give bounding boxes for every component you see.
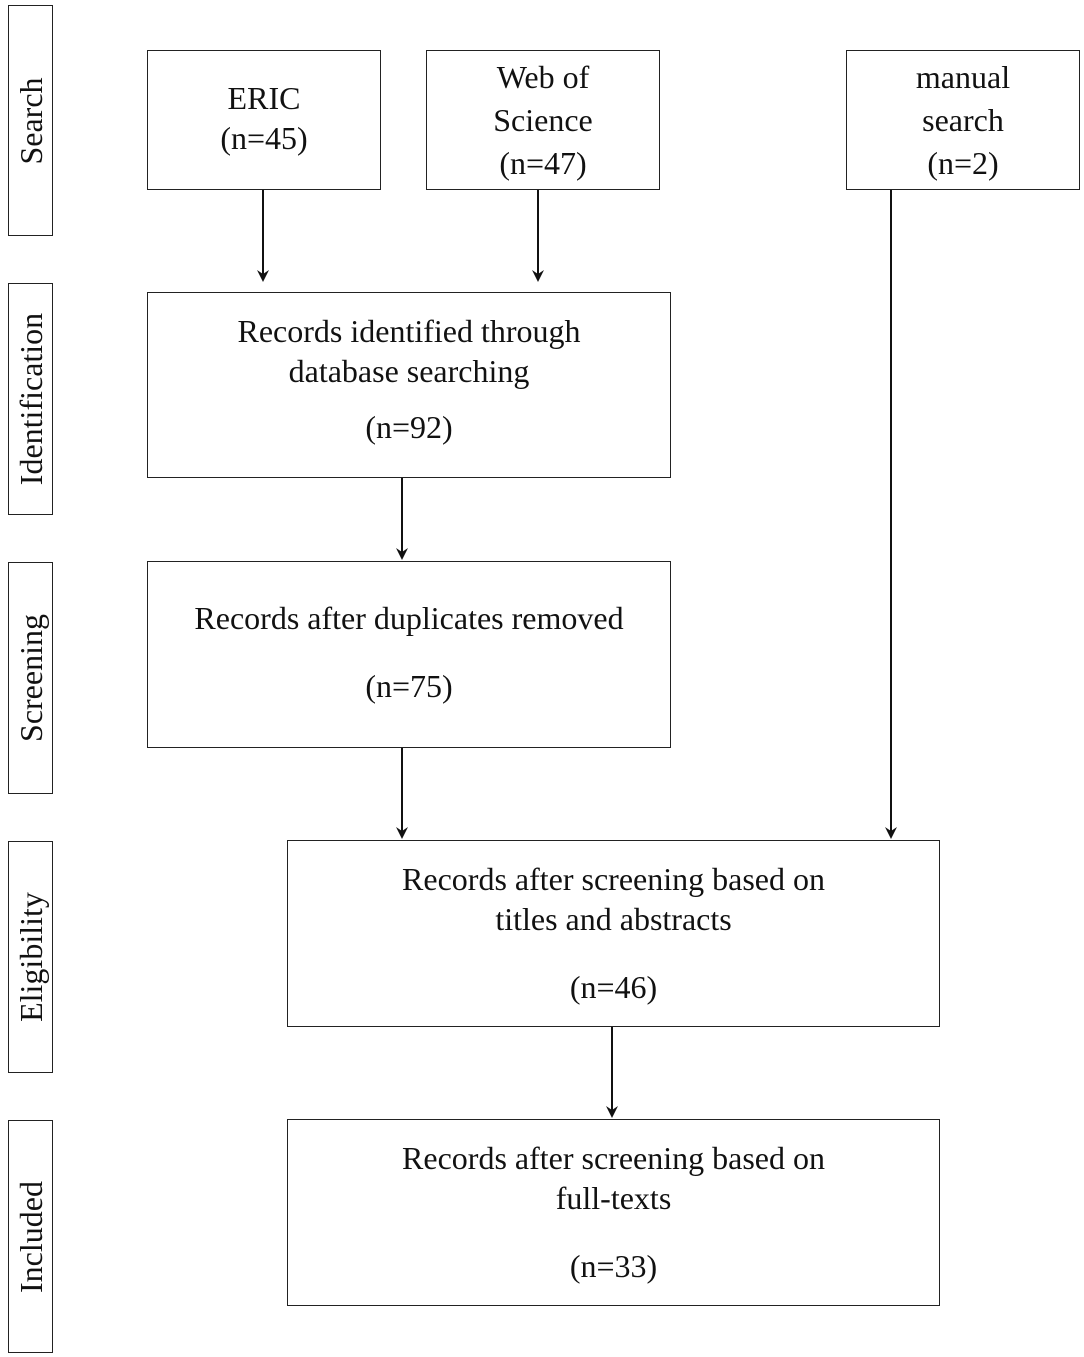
included-records-box: Records after screening based on full-te… <box>287 1119 940 1306</box>
stage-included: Included <box>8 1120 53 1353</box>
eligibility-records-line1: Records after screening based on <box>402 861 825 897</box>
eligibility-records-box: Records after screening based on titles … <box>287 840 940 1027</box>
source-wos-box: Web of Science (n=47) <box>426 50 660 190</box>
eligibility-records-count: (n=46) <box>569 969 658 1005</box>
included-records-count: (n=33) <box>569 1248 658 1284</box>
deduplicated-records-count: (n=75) <box>365 668 453 704</box>
source-manual-box: manual search (n=2) <box>846 50 1080 190</box>
stage-search: Search <box>8 5 53 236</box>
deduplicated-records-box: Records after duplicates removed (n=75) <box>147 561 671 748</box>
deduplicated-records-line1: Records after duplicates removed <box>194 600 624 636</box>
identified-records-count: (n=92) <box>365 409 453 445</box>
stage-identification: Identification <box>8 283 53 515</box>
source-manual-name-line2: search <box>922 102 1004 138</box>
included-records-line2: full-texts <box>555 1180 672 1216</box>
source-wos-count: (n=47) <box>499 145 587 181</box>
source-wos-name-line2: Science <box>493 102 593 138</box>
identified-records-box: Records identified through database sear… <box>147 292 671 478</box>
source-eric-count: (n=45) <box>220 120 308 156</box>
stage-eligibility: Eligibility <box>8 841 53 1073</box>
identified-records-line1: Records identified through <box>237 313 581 349</box>
source-eric-name: ERIC <box>227 80 301 116</box>
source-manual-name-line1: manual <box>915 59 1011 95</box>
stage-screening: Screening <box>8 562 53 794</box>
included-records-line1: Records after screening based on <box>402 1140 825 1176</box>
identified-records-line2: database searching <box>288 353 530 389</box>
source-manual-count: (n=2) <box>927 145 999 181</box>
source-wos-name-line1: Web of <box>496 59 590 95</box>
eligibility-records-line2: titles and abstracts <box>495 901 732 937</box>
source-eric-box: ERIC (n=45) <box>147 50 381 190</box>
